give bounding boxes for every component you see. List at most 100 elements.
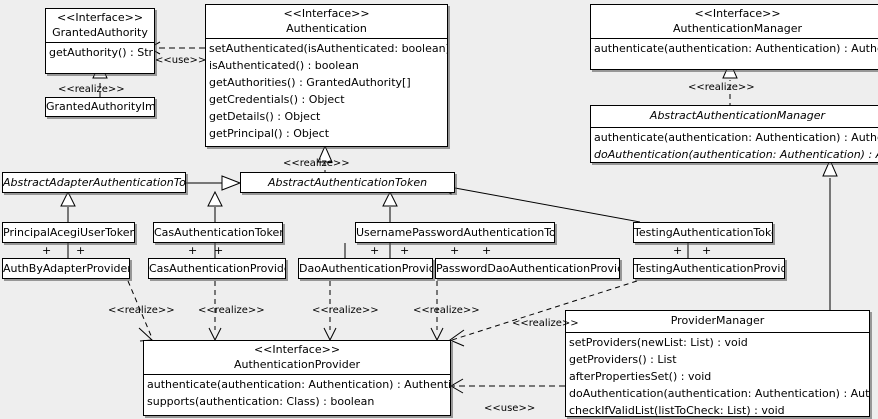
edge-label-realize-auth-by-adapter: <<realize>> xyxy=(108,305,175,316)
method: checkIfValidList(listToCheck: List) : vo… xyxy=(569,404,785,417)
class-methods: setProviders(newList: List) : void getPr… xyxy=(566,332,870,417)
class-authentication-provider[interactable]: <<Interface>> AuthenticationProvider aut… xyxy=(143,340,451,416)
class-name: TestingAuthenticationProvider xyxy=(634,262,785,275)
method: setProviders(newList: List) : void xyxy=(569,336,748,349)
class-principal-acegi-user-token[interactable]: PrincipalAcegiUserToken xyxy=(2,222,135,243)
class-methods: setAuthenticated(isAuthenticated: boolea… xyxy=(206,38,447,143)
stereotype-label: <<Interface>> xyxy=(56,11,144,24)
class-name: AuthenticationProvider xyxy=(233,358,361,371)
stereotype-label: <<Interface>> xyxy=(283,7,370,20)
class-header: CasAuthenticationToken xyxy=(154,223,283,242)
edge-label-realize-cas-provider: <<realize>> xyxy=(198,305,265,316)
method: afterPropertiesSet() : void xyxy=(569,370,712,383)
class-header: TestingAuthenticationToken xyxy=(634,223,773,242)
class-header: UsernamePasswordAuthenticationToken xyxy=(356,223,555,242)
method: doAuthentication(authentication: Authent… xyxy=(594,148,878,161)
class-header: CasAuthenticationProvider xyxy=(149,259,286,278)
class-header: <<Interface>> AuthenticationManager xyxy=(591,5,878,38)
edge-label-realize-testing-provider: <<realize>> xyxy=(512,318,579,329)
method: getPrincipal() : Object xyxy=(209,127,330,140)
class-header: DaoAuthenticationProvider xyxy=(299,259,433,278)
class-cas-authentication-token[interactable]: CasAuthenticationToken xyxy=(153,222,283,243)
class-authentication-manager[interactable]: <<Interface>> AuthenticationManager auth… xyxy=(590,4,878,70)
class-granted-authority[interactable]: <<Interface>> GrantedAuthority getAuthor… xyxy=(45,8,155,74)
edge-label-realize-authentication: <<realize>> xyxy=(283,158,350,169)
class-name: TestingAuthenticationToken xyxy=(634,226,773,239)
class-header: <<Interface>> GrantedAuthority xyxy=(46,9,154,42)
class-name: PrincipalAcegiUserToken xyxy=(3,226,135,239)
class-abstract-adapter-authentication-token[interactable]: AbstractAdapterAuthenticationToken xyxy=(2,172,186,193)
class-abstract-authentication-manager[interactable]: AbstractAuthenticationManager authentica… xyxy=(590,105,878,163)
class-methods: authenticate(authentication: Authenticat… xyxy=(591,127,878,162)
class-name: DaoAuthenticationProvider xyxy=(299,262,433,275)
edge-label-use-provider-manager: <<use>> xyxy=(484,403,536,414)
association-marker: + xyxy=(370,244,380,257)
class-methods: authenticate(authentication: Authenticat… xyxy=(591,38,878,58)
class-methods: getAuthority() : String xyxy=(46,42,154,62)
edge-label-use-granted-authority: <<use>> xyxy=(155,55,207,66)
method: authenticate(authentication: Authenticat… xyxy=(594,131,878,144)
association-marker: + xyxy=(482,244,492,257)
association-marker: + xyxy=(450,244,460,257)
class-cas-authentication-provider[interactable]: CasAuthenticationProvider xyxy=(148,258,286,279)
class-methods: authenticate(authentication: Authenticat… xyxy=(144,374,450,411)
association-marker: + xyxy=(400,244,410,257)
class-name: AuthByAdapterProvider xyxy=(3,262,130,275)
method: doAuthentication(authentication: Authent… xyxy=(569,387,870,400)
association-marker: + xyxy=(188,244,198,257)
method: getAuthority() : String xyxy=(49,46,154,59)
class-header: GrantedAuthorityImpl xyxy=(46,98,155,116)
association-marker: + xyxy=(42,244,52,257)
method: setAuthenticated(isAuthenticated: boolea… xyxy=(209,42,448,55)
class-abstract-authentication-token[interactable]: AbstractAuthenticationToken xyxy=(240,172,455,193)
edge-label-realize-password-dao-provider: <<realize>> xyxy=(413,305,480,316)
stereotype-label: <<Interface>> xyxy=(253,343,341,356)
class-name: GrantedAuthorityImpl xyxy=(46,100,155,113)
class-password-dao-authentication-provider[interactable]: PasswordDaoAuthenticationProvider xyxy=(435,258,620,279)
class-name: CasAuthenticationProvider xyxy=(149,262,286,275)
class-name: AuthenticationManager xyxy=(673,22,802,35)
method: getDetails() : Object xyxy=(209,110,321,123)
class-header: AbstractAuthenticationToken xyxy=(241,173,454,192)
method: isAuthenticated() : boolean xyxy=(209,59,359,72)
association-marker: + xyxy=(673,244,683,257)
class-name: AbstractAuthenticationManager xyxy=(649,109,826,122)
class-testing-authentication-token[interactable]: TestingAuthenticationToken xyxy=(633,222,773,243)
stereotype-label: <<Interface>> xyxy=(694,7,781,20)
method: getCredentials() : Object xyxy=(209,93,345,106)
class-header: AuthByAdapterProvider xyxy=(3,259,130,278)
method: getAuthorities() : GrantedAuthority[] xyxy=(209,76,411,89)
class-name: PasswordDaoAuthenticationProvider xyxy=(436,262,620,275)
class-header: <<Interface>> AuthenticationProvider xyxy=(144,341,450,374)
class-header: AbstractAdapterAuthenticationToken xyxy=(3,173,186,192)
class-name: ProviderManager xyxy=(670,314,765,327)
class-header: PrincipalAcegiUserToken xyxy=(3,223,135,242)
class-name: AbstractAuthenticationToken xyxy=(267,176,428,189)
class-auth-by-adapter-provider[interactable]: AuthByAdapterProvider xyxy=(2,258,130,279)
association-marker: + xyxy=(702,244,712,257)
class-dao-authentication-provider[interactable]: DaoAuthenticationProvider xyxy=(298,258,433,279)
class-testing-authentication-provider[interactable]: TestingAuthenticationProvider xyxy=(633,258,785,279)
class-header: ProviderManager xyxy=(566,311,869,332)
class-header: AbstractAuthenticationManager xyxy=(591,106,878,127)
class-name: CasAuthenticationToken xyxy=(154,226,283,239)
class-name: GrantedAuthority xyxy=(52,26,148,39)
class-name: Authentication xyxy=(286,22,367,35)
class-name: AbstractAdapterAuthenticationToken xyxy=(3,176,186,189)
edge-label-realize-authentication-manager: <<realize>> xyxy=(688,82,755,93)
method: supports(authentication: Class) : boolea… xyxy=(147,395,375,408)
class-header: <<Interface>> Authentication xyxy=(206,5,447,38)
class-granted-authority-impl[interactable]: GrantedAuthorityImpl xyxy=(45,97,155,117)
edge-label-realize-dao-provider: <<realize>> xyxy=(312,305,379,316)
class-name: UsernamePasswordAuthenticationToken xyxy=(356,226,555,239)
class-header: TestingAuthenticationProvider xyxy=(634,259,785,278)
association-marker: + xyxy=(214,244,224,257)
class-username-password-authentication-token[interactable]: UsernamePasswordAuthenticationToken xyxy=(355,222,555,243)
method: authenticate(authentication: Authenticat… xyxy=(594,42,878,55)
class-provider-manager[interactable]: ProviderManager setProviders(newList: Li… xyxy=(565,310,870,417)
class-authentication[interactable]: <<Interface>> Authentication setAuthenti… xyxy=(205,4,448,147)
association-marker: + xyxy=(76,244,86,257)
method: getProviders() : List xyxy=(569,353,677,366)
class-header: PasswordDaoAuthenticationProvider xyxy=(436,259,620,278)
